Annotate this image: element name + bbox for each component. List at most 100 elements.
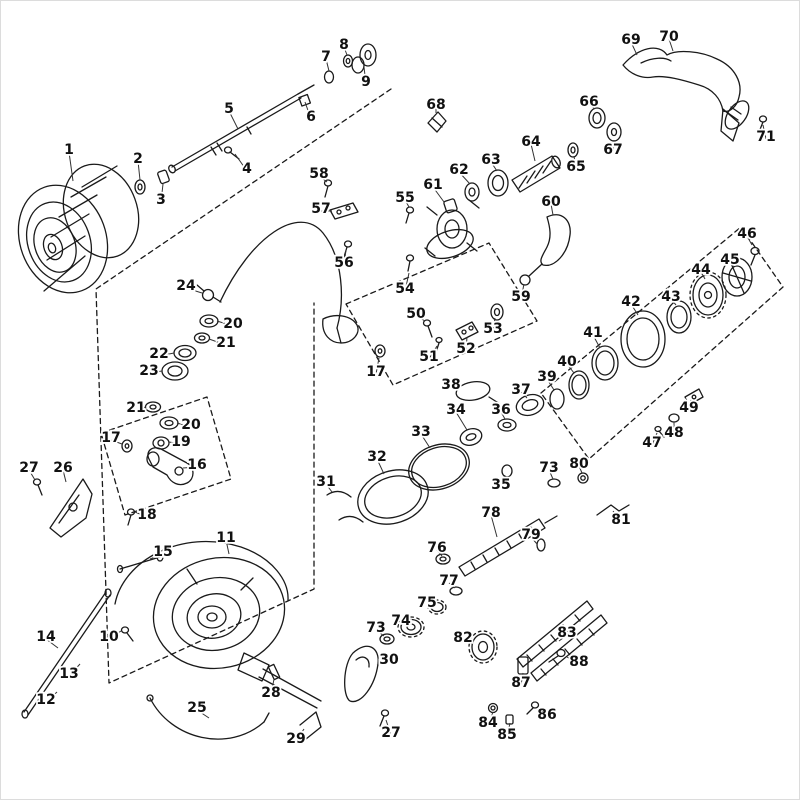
pin-85 <box>505 714 514 725</box>
part-number-64: 64 <box>521 134 541 150</box>
part-number-88: 88 <box>569 654 588 670</box>
part-number-49: 49 <box>679 400 698 416</box>
lever-26 <box>49 478 93 538</box>
part-number-87: 87 <box>511 675 530 691</box>
washer-73a <box>547 478 561 488</box>
pinion-shaft-64 <box>511 155 561 193</box>
nut-80 <box>577 472 589 484</box>
part-number-83: 83 <box>557 625 576 641</box>
washer-2 <box>134 179 146 195</box>
gear-74 <box>397 616 425 638</box>
screw-56 <box>343 240 353 248</box>
handle-shaft <box>21 588 112 719</box>
part-number-9: 9 <box>361 74 371 90</box>
gear-44-teeth <box>689 271 727 319</box>
leader-line-62 <box>458 171 471 185</box>
clip-31b <box>338 515 364 523</box>
pinion-assembly <box>424 107 622 260</box>
part-number-66: 66 <box>579 94 598 110</box>
part-number-55: 55 <box>395 190 414 206</box>
part-number-58: 58 <box>309 166 328 182</box>
washer-65 <box>567 142 579 158</box>
part-number-77: 77 <box>439 573 458 589</box>
part-number-3: 3 <box>156 192 166 208</box>
gear-train <box>549 246 760 438</box>
bail-lever <box>322 314 359 344</box>
washer-20b <box>159 416 179 430</box>
leader-line-27 <box>28 469 36 481</box>
leader-line-17 <box>375 357 380 375</box>
sleeve-87 <box>517 656 529 675</box>
part-number-73: 73 <box>539 460 558 476</box>
leader-line-9 <box>363 66 367 85</box>
leader-line-40 <box>566 363 575 374</box>
part-number-45: 45 <box>720 252 739 268</box>
leader-line-78 <box>490 514 498 538</box>
screw-27b <box>380 709 390 717</box>
washer-21b <box>144 401 162 413</box>
part-number-56: 56 <box>334 255 353 271</box>
part-number-67: 67 <box>603 142 622 158</box>
handle-arm <box>622 47 768 142</box>
part-number-10: 10 <box>99 629 119 645</box>
leader-line-80 <box>578 465 583 474</box>
leader-line-33 <box>420 433 431 449</box>
part-number-82: 82 <box>453 630 472 646</box>
leader-line-82 <box>462 639 474 645</box>
leader-line-26 <box>62 469 67 483</box>
leader-line-61 <box>432 186 445 203</box>
leader-line-45 <box>729 261 735 268</box>
ring-40 <box>568 370 590 400</box>
leader-line-35 <box>500 474 506 488</box>
leader-line-73 <box>375 629 385 637</box>
part-number-86: 86 <box>537 707 556 723</box>
screw-27a <box>32 478 42 486</box>
bearing-37 <box>515 393 545 417</box>
plate-52 <box>455 321 479 341</box>
washer-77 <box>449 586 463 596</box>
part-number-35: 35 <box>491 477 510 493</box>
part-number-70: 70 <box>659 29 679 45</box>
leader-line-63 <box>490 161 498 172</box>
cap-17 <box>374 344 386 358</box>
washer-76 <box>435 553 451 565</box>
leader-line-46 <box>746 235 753 246</box>
ring-63 <box>487 169 509 197</box>
leader-line-21 <box>208 338 227 346</box>
drag-washer-32 <box>357 469 429 525</box>
side-cover <box>344 645 390 727</box>
bearing-62 <box>464 182 480 202</box>
leader-line-28 <box>270 678 275 696</box>
seal-67 <box>606 122 622 142</box>
part-number-40: 40 <box>557 354 577 370</box>
collar-79 <box>536 538 546 552</box>
wheel-45 <box>721 257 753 297</box>
leader-line-13 <box>68 663 81 677</box>
leader-line-84 <box>487 711 494 726</box>
leader-line-42 <box>630 303 639 316</box>
leader-line-22 <box>158 352 175 357</box>
part-number-19: 19 <box>171 434 190 450</box>
leader-line-27 <box>385 719 392 736</box>
leader-line-52 <box>465 336 468 352</box>
leader-line-44 <box>700 271 706 280</box>
washer-7 <box>323 70 335 84</box>
ring-84 <box>487 702 499 714</box>
part-number-27: 27 <box>19 460 38 476</box>
part-number-68: 68 <box>426 97 445 113</box>
part-number-44: 44 <box>691 262 711 278</box>
part-number-61: 61 <box>423 177 442 193</box>
leader-line-30 <box>376 661 390 666</box>
screw-54 <box>405 254 415 262</box>
screw-88 <box>556 648 566 658</box>
leader-line-69 <box>630 41 638 56</box>
ring-39 <box>549 388 565 410</box>
pin-28 <box>267 663 281 681</box>
part-number-24: 24 <box>176 278 196 294</box>
part-number-39: 39 <box>537 369 556 385</box>
cover-30 <box>344 645 379 703</box>
spring-bar-83a <box>516 600 594 668</box>
gear-75 <box>427 599 447 615</box>
bearing-66 <box>588 107 606 129</box>
